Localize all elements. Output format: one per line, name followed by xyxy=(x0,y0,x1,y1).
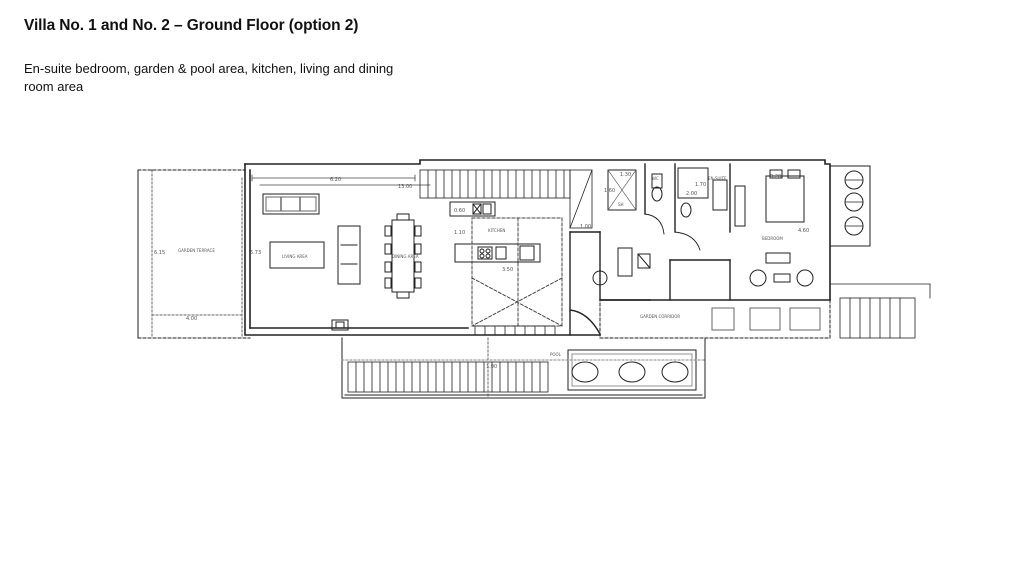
dim-bedroom-depth: 4.60 xyxy=(798,228,809,234)
dim-shower: 1.60 xyxy=(604,188,615,194)
side-steps xyxy=(829,283,931,339)
shower-room xyxy=(607,169,637,211)
label-garden-corridor: GARDEN CORRIDOR xyxy=(640,314,680,319)
dim-hall: 1.00 xyxy=(580,224,591,230)
dim-depth: 6.15 xyxy=(154,250,165,256)
hall-stair xyxy=(617,247,651,277)
dim-inner-depth: 5.73 xyxy=(250,250,261,256)
pool xyxy=(567,349,697,391)
kitchen-wall xyxy=(569,231,601,336)
stair-landing xyxy=(569,169,593,229)
dim-kitchen: 3.50 xyxy=(502,267,513,273)
dim-landing: 1.10 xyxy=(454,230,465,236)
label-pool: POOL xyxy=(550,352,562,357)
dining-table xyxy=(384,213,422,299)
label-bedroom: BEDROOM xyxy=(762,236,783,241)
garden-terrace xyxy=(137,169,251,339)
label-wc: WC xyxy=(652,176,659,181)
pool-steps-left xyxy=(347,361,549,393)
dim-bath-height: 2.00 xyxy=(686,191,697,197)
kitchen-void xyxy=(471,217,563,327)
wc-room xyxy=(644,163,665,235)
label-living-area: LIVING AREA xyxy=(282,254,308,259)
bedroom-wardrobe xyxy=(734,185,746,227)
dim-bath-width: 1.70 xyxy=(695,182,706,188)
pool-deck xyxy=(341,337,706,399)
label-shower: SH xyxy=(618,202,624,207)
dim-living-width: 6.20 xyxy=(330,177,341,183)
label-ensuite: EN-SUITE xyxy=(708,176,727,181)
kitchen-counter-bottom xyxy=(474,325,556,336)
right-terrace xyxy=(829,165,871,247)
kitchen-island xyxy=(454,243,541,263)
label-garden-terrace: GARDEN TERRACE xyxy=(178,248,215,253)
coffee-table xyxy=(269,241,325,269)
page-title: Villa No. 1 and No. 2 – Ground Floor (op… xyxy=(24,17,359,34)
dim-step: 1.90 xyxy=(486,364,497,370)
stairs-top xyxy=(419,169,571,199)
floor-plan: 6.20 13.00 6.15 5.73 4.00 1.30 1.60 1.70… xyxy=(130,150,940,405)
dim-overall: 13.00 xyxy=(398,184,412,190)
bedroom-bed xyxy=(765,169,805,223)
sofa-right xyxy=(337,225,361,285)
dim-bedroom-width: 3.20 xyxy=(770,174,781,180)
bedroom-desk xyxy=(765,252,791,264)
fireplace xyxy=(331,319,349,331)
dim-counter: 0.60 xyxy=(454,208,465,214)
top-dimension-lines xyxy=(251,174,431,186)
interior-walls xyxy=(599,231,831,301)
page-subtitle: En-suite bedroom, garden & pool area, ki… xyxy=(24,61,394,94)
label-dining-area: DINING AREA xyxy=(392,254,419,259)
kitchen-cabinets-top xyxy=(449,201,496,217)
dim-wc-width: 1.30 xyxy=(620,172,631,178)
dim-front: 4.00 xyxy=(186,316,197,322)
garden-corridor xyxy=(599,299,831,339)
armchairs xyxy=(592,269,814,287)
sofa-top xyxy=(262,193,320,215)
label-kitchen: KITCHEN xyxy=(488,228,505,233)
en-suite-bathroom xyxy=(674,163,731,251)
